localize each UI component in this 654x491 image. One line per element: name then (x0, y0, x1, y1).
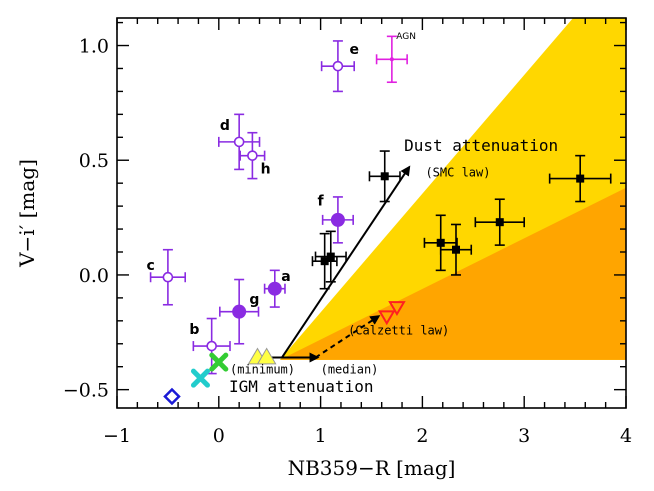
minimum-label: (minimum) (230, 363, 295, 377)
cyan-x (190, 368, 210, 388)
point-label-h: h (261, 161, 271, 177)
black-square-marker (495, 218, 504, 227)
annotations: Dust attenuation (SMC law) (Calzetti law) (… (229, 136, 558, 396)
black-square-marker (326, 252, 335, 261)
x-tick-label: 1 (315, 425, 327, 447)
dust-attenuation-label: Dust attenuation (404, 136, 558, 155)
galaxy-point-g: g (219, 278, 259, 345)
point-label-e: e (349, 42, 359, 58)
agn-point: AGN (375, 32, 416, 84)
galaxy-point-d: d (218, 113, 261, 171)
smc-law-label: (SMC law) (425, 165, 490, 179)
axis-ticks: −1 0 1 2 3 4 −0.5 0.0 0.5 1.0 (63, 18, 632, 447)
triangle-down-marker (378, 310, 396, 326)
attenuation-regions (279, 18, 626, 360)
x-tick-label: 0 (213, 425, 225, 447)
x-stroke (190, 368, 210, 388)
black-point-2 (368, 150, 401, 203)
x-tick-label: 3 (518, 425, 530, 447)
y-tick-label: 0.5 (79, 150, 109, 172)
y-tick-label: 0.0 (79, 265, 109, 287)
dust-arrow (281, 165, 411, 359)
black-square-marker (451, 245, 460, 254)
black-point-5 (474, 198, 526, 246)
data-points: a b c d e f g h AGN (146, 32, 612, 406)
red-triangle-1 (378, 310, 396, 326)
y-axis-title: V−i′ [mag] (15, 159, 39, 268)
x-stroke (209, 352, 229, 372)
red-triangle-2 (388, 301, 406, 317)
agn-label: AGN (396, 32, 416, 42)
x-tick-label: 4 (620, 425, 632, 447)
yellow-triangle-2 (256, 347, 277, 365)
x-tick-label: −1 (103, 425, 131, 447)
triangle-down-marker (388, 301, 406, 317)
galaxy-point-a: a (263, 269, 291, 308)
galaxy-point-f: f (318, 194, 354, 244)
agn-marker (389, 57, 394, 62)
open-circle-marker (247, 150, 258, 161)
triangle-up-marker (256, 347, 277, 365)
green-x (209, 352, 229, 372)
point-label-f: f (318, 194, 325, 210)
filled-circle-marker (232, 304, 247, 319)
filled-circle-marker (330, 212, 345, 227)
galaxy-point-e: e (320, 40, 359, 93)
point-label-c: c (146, 258, 154, 274)
point-label-d: d (220, 118, 230, 134)
y-tick-label: −0.5 (63, 380, 109, 402)
filled-circle-marker (267, 281, 282, 296)
galaxy-point-h: h (239, 131, 271, 180)
black-point-0 (311, 232, 338, 290)
open-circle-marker (162, 271, 174, 283)
calzetti-arrow (314, 315, 381, 359)
point-label-g: g (249, 292, 259, 308)
black-square-marker (576, 174, 585, 183)
diamond-marker (163, 387, 181, 406)
median-label: (median) (321, 363, 379, 377)
calzetti-law-label: (Calzetti law) (348, 324, 449, 338)
black-square-marker (320, 257, 329, 266)
open-circle-marker (233, 136, 245, 148)
open-circle-marker (206, 340, 217, 352)
igm-attenuation-label: IGM attenuation (229, 377, 373, 396)
point-label-a: a (281, 269, 290, 285)
black-point-1 (314, 230, 347, 283)
black-point-3 (423, 214, 458, 272)
blue-diamond (163, 387, 181, 406)
galaxy-point-c: c (146, 248, 187, 306)
point-label-b: b (189, 322, 199, 338)
open-circle-marker (332, 60, 344, 72)
black-square-marker (436, 238, 445, 247)
black-point-4 (439, 223, 473, 276)
y-tick-label: 1.0 (79, 36, 109, 58)
orange-region (279, 187, 626, 360)
black-square-marker (380, 172, 389, 181)
x-axis-title: NB359−R [mag] (288, 456, 456, 480)
x-tick-label: 2 (416, 425, 428, 447)
plot-frame (116, 17, 627, 409)
black-point-6 (548, 154, 612, 203)
